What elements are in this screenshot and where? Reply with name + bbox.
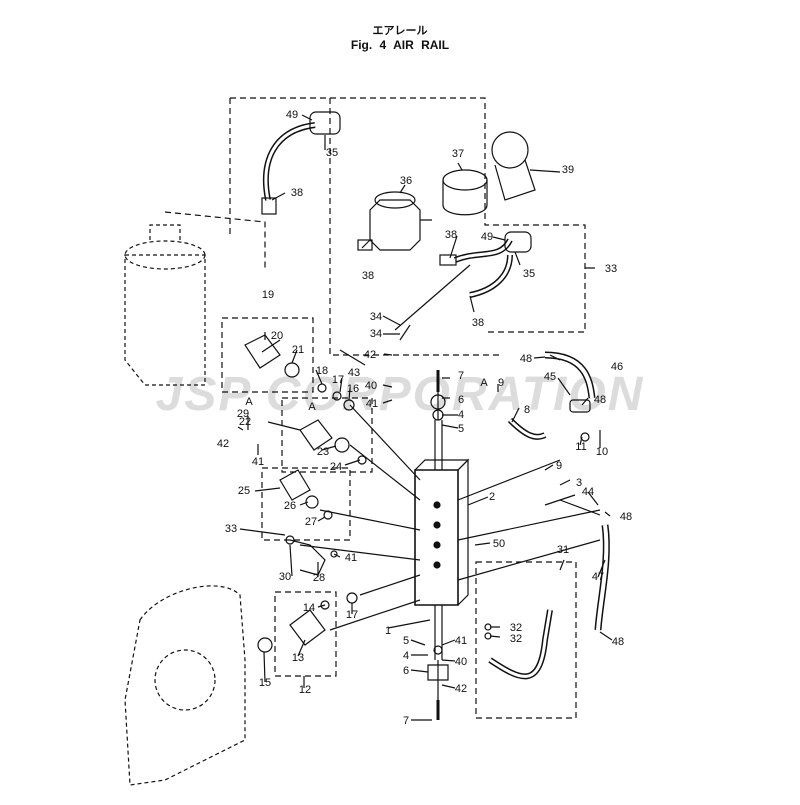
part-callout-35a: 35	[326, 147, 338, 159]
part-callout-13: 13	[292, 652, 304, 664]
part-callout-28: 28	[313, 572, 325, 584]
part-callout-47: 47	[592, 571, 604, 583]
part-callout-30: 30	[279, 571, 291, 583]
part-callout-10: 10	[596, 446, 608, 458]
part-callout-9b: 9	[556, 460, 562, 472]
part-callout-8: 8	[524, 404, 530, 416]
part-callout-16: 16	[347, 383, 359, 395]
part-callout-2: 2	[489, 491, 495, 503]
part-callout-38b: 38	[362, 270, 374, 282]
part-callout-6a: 6	[458, 394, 464, 406]
part-callout-36: 36	[400, 175, 412, 187]
part-callout-20: 20	[271, 330, 283, 342]
part-callout-33a: 33	[605, 263, 617, 275]
watermark: JSP CORPORATION	[156, 368, 645, 421]
part-callout-43: 43	[348, 367, 360, 379]
part-callout-6b: 6	[403, 665, 409, 677]
page-title: Fig. 4 AIR RAIL	[350, 38, 450, 52]
part-callout-21: 21	[292, 344, 304, 356]
part-callout-48a: 48	[520, 353, 532, 365]
part-callout-A1: A	[245, 396, 253, 408]
part-callout-45: 45	[544, 371, 556, 383]
part-callout-44: 44	[582, 486, 594, 498]
part-callout-3: 3	[576, 477, 582, 489]
part-callout-48d: 48	[612, 636, 624, 648]
part-callout-35b: 35	[523, 268, 535, 280]
part-callout-49a: 49	[286, 109, 298, 121]
part-callout-26: 26	[284, 500, 296, 512]
part-callout-39: 39	[562, 164, 574, 176]
part-callout-40a: 40	[365, 380, 377, 392]
part-callout-29: 29	[237, 408, 249, 420]
part-callout-4a: 4	[458, 409, 464, 421]
part-callout-23: 23	[317, 446, 329, 458]
part-callout-17b: 17	[346, 609, 358, 621]
part-callout-41a: 41	[366, 398, 378, 410]
part-callout-9a: 9	[498, 377, 504, 389]
callout-labels: 1238101112131415161819202122232425262728…	[217, 109, 632, 727]
part-callout-42c: 42	[455, 683, 467, 695]
part-callout-32a: 32	[510, 622, 522, 634]
part-callout-18: 18	[316, 365, 328, 377]
part-callout-A2: A	[308, 401, 316, 413]
part-callout-41b: 41	[252, 456, 264, 468]
part-callout-7a: 7	[458, 370, 464, 382]
part-callout-25: 25	[238, 485, 250, 497]
part-callout-49b: 49	[481, 231, 493, 243]
part-callout-11: 11	[575, 441, 586, 453]
part-callout-42a: 42	[364, 349, 376, 361]
part-callout-7b: 7	[403, 715, 409, 727]
part-callout-24: 24	[330, 461, 342, 473]
part-callout-1: 1	[385, 625, 391, 637]
diagram-linework	[124, 97, 613, 786]
part-callout-15: 15	[259, 677, 271, 689]
part-callout-34a: 34	[370, 311, 382, 323]
part-callout-41c: 41	[345, 552, 357, 564]
page-title-japanese: エアレール	[372, 24, 428, 37]
part-callout-37: 37	[452, 148, 464, 160]
part-callout-17a: 17	[332, 374, 344, 386]
part-callout-A3: A	[480, 377, 488, 389]
part-callout-32b: 32	[510, 633, 522, 645]
part-callout-40b: 40	[455, 656, 467, 668]
part-callout-5b: 5	[403, 635, 409, 647]
part-callout-34b: 34	[370, 328, 382, 340]
part-callout-14: 14	[303, 602, 315, 614]
part-callout-48b: 48	[594, 394, 606, 406]
part-callout-31: 31	[557, 544, 569, 556]
part-callout-38c: 38	[445, 229, 457, 241]
part-callout-4b: 4	[403, 650, 409, 662]
part-callout-50: 50	[493, 538, 505, 550]
part-callout-22: 22	[239, 416, 251, 428]
part-callout-41d: 41	[455, 635, 467, 647]
part-callout-38a: 38	[291, 187, 303, 199]
part-callout-27: 27	[305, 516, 317, 528]
part-callout-46: 46	[611, 361, 623, 373]
part-callout-12: 12	[299, 684, 311, 696]
part-callout-42b: 42	[217, 438, 229, 450]
part-callout-19: 19	[262, 289, 274, 301]
part-callout-38d: 38	[472, 317, 484, 329]
part-callout-5a: 5	[458, 423, 464, 435]
part-callout-48c: 48	[620, 511, 632, 523]
part-callout-33b: 33	[225, 523, 237, 535]
